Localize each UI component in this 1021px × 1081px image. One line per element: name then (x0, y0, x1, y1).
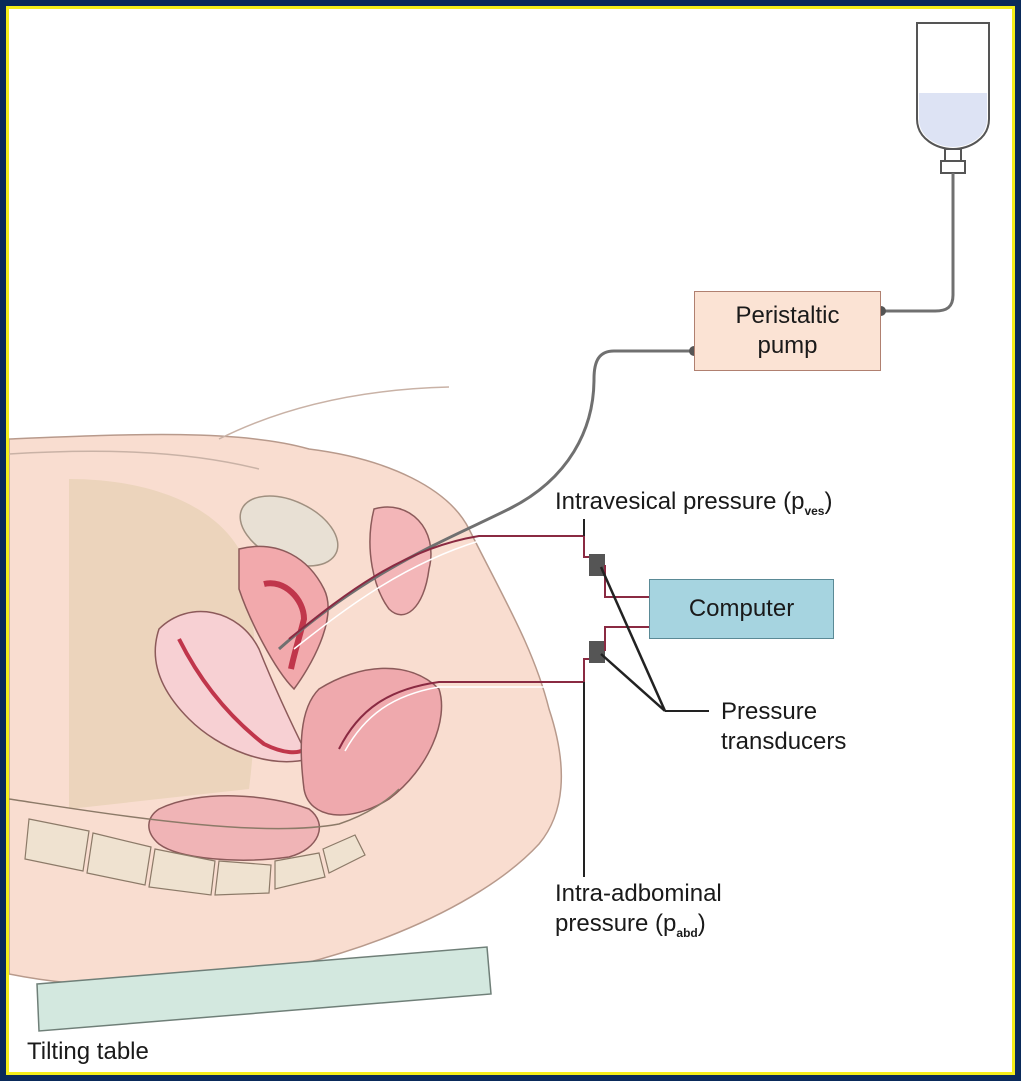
pressure-transducers-label: Pressure transducers (721, 697, 846, 757)
ves-suffix: ) (824, 488, 832, 515)
abd-subscript: abd (676, 926, 697, 940)
ves-subscript: ves (804, 504, 824, 518)
diagram-panel: Peristaltic pump Computer Intravesical p… (6, 6, 1015, 1075)
tilting-table-label: Tilting table (27, 1037, 149, 1067)
computer-label: Computer (689, 594, 794, 624)
transducers-line1: Pressure (721, 697, 846, 727)
peristaltic-pump-box: Peristaltic pump (694, 291, 881, 371)
pump-label-line2: pump (757, 331, 817, 361)
transducer-icon (589, 641, 605, 663)
intra-abdominal-pressure-label: Intra-adbominal pressure (pabd) (555, 879, 722, 948)
iv-bag-icon (917, 23, 989, 173)
cable-bottom (605, 627, 649, 651)
back-contour (219, 387, 449, 439)
pump-label-line1: Peristaltic (735, 301, 839, 331)
abd-prefix: pressure (p (555, 910, 676, 937)
transducer-pointer-2 (601, 654, 665, 711)
intravesical-pressure-label: Intravesical pressure (pves) (555, 487, 832, 526)
abd-line2: pressure (pabd) (555, 909, 722, 948)
abd-suffix: ) (698, 910, 706, 937)
computer-box: Computer (649, 579, 834, 639)
ves-prefix: Intravesical pressure (p (555, 488, 804, 515)
infusion-tube-upper (881, 173, 953, 311)
urodynamics-illustration (9, 9, 1012, 1072)
abd-line1: Intra-adbominal (555, 879, 722, 909)
transducers-line2: transducers (721, 727, 846, 757)
